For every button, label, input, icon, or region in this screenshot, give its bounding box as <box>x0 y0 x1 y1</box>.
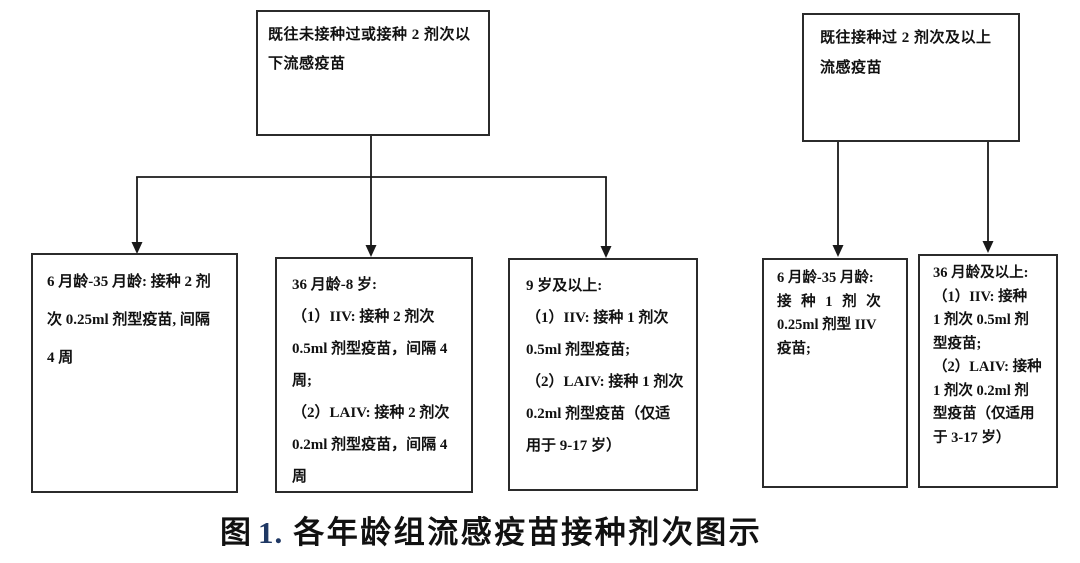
node-history-2-or-more-doses: 既往接种过 2 剂次及以上 流感疫苗 <box>802 13 1020 142</box>
text-line: 0.2ml 剂型疫苗（仅适 <box>526 406 671 422</box>
text-line: 周 <box>292 469 308 485</box>
text-line: 6 月龄-35 月龄: 接种 2 剂 <box>47 274 211 290</box>
text-line: 既往接种过 2 剂次及以上 <box>820 30 992 46</box>
text-line: 次 0.25ml 剂型疫苗, 间隔 <box>47 312 210 328</box>
text-line: 既往未接种过或接种 2 剂次以 <box>268 27 471 43</box>
text-line: （1）IIV: 接种 2 剂次 <box>292 309 435 325</box>
caption-figure-number: 1. <box>258 515 284 550</box>
text-line: 1 剂次 0.5ml 剂 <box>933 312 1029 328</box>
text-line: 流感疫苗 <box>820 60 883 76</box>
text-line: （1）IIV: 接种 <box>933 288 1028 305</box>
text-line: 0.5ml 剂型疫苗; <box>526 342 631 358</box>
node-6-35-months-1-dose: 6 月龄-35 月龄: 接 种 1 剂 次 0.25ml 剂型 IIV 疫苗; <box>762 258 908 488</box>
text-line: 型疫苗（仅适用 <box>933 406 1035 422</box>
text-line: 36 月龄-8 岁: <box>292 277 377 293</box>
text-line: 6 月龄-35 月龄: <box>777 270 874 286</box>
node-6-35-months-2-doses: 6 月龄-35 月龄: 接种 2 剂 次 0.25ml 剂型疫苗, 间隔 4 周 <box>31 253 238 493</box>
arrowhead-icon <box>365 245 377 257</box>
text-line: （2）LAIV: 接种 <box>933 359 1042 375</box>
arrowhead-icon <box>832 245 844 257</box>
text-line: 4 周 <box>47 350 74 366</box>
node-9-years-and-above: 9 岁及以上: （1）IIV: 接种 1 剂次 0.5ml 剂型疫苗; （2）L… <box>508 258 698 491</box>
caption-figure-label: 图 <box>220 515 252 550</box>
text-line: 36 月龄及以上: <box>933 265 1029 281</box>
text-line: 9 岁及以上: <box>526 278 603 294</box>
text-line: 0.25ml 剂型 IIV <box>777 317 877 333</box>
text-line: 0.2ml 剂型疫苗，间隔 4 <box>292 437 448 453</box>
node-36-months-and-above: 36 月龄及以上: （1）IIV: 接种 1 剂次 0.5ml 剂 型疫苗; （… <box>918 254 1058 488</box>
text-line: 接 种 1 剂 次 <box>777 293 881 310</box>
text-line: （2）LAIV: 接种 1 剂次 <box>526 374 684 390</box>
caption-text: 各年龄组流感疫苗接种剂次图示 <box>293 515 763 550</box>
node-36-months-to-8-years: 36 月龄-8 岁: （1）IIV: 接种 2 剂次 0.5ml 剂型疫苗，间隔… <box>275 257 473 493</box>
text-line: 1 剂次 0.2ml 剂 <box>933 382 1029 399</box>
text-line: 型疫苗; <box>933 335 982 352</box>
text-line: （1）IIV: 接种 1 剂次 <box>526 310 669 326</box>
arrowhead-icon <box>600 246 612 258</box>
text-line: 周; <box>292 373 312 389</box>
text-line: 下流感疫苗 <box>268 56 346 72</box>
node-history-under-2-doses: 既往未接种过或接种 2 剂次以 下流感疫苗 <box>256 10 490 136</box>
arrowhead-icon <box>982 241 994 253</box>
text-line: 疫苗; <box>777 340 811 357</box>
text-line: 于 3-17 岁） <box>933 429 1011 446</box>
text-line: 用于 9-17 岁） <box>526 438 621 454</box>
text-line: （2）LAIV: 接种 2 剂次 <box>292 405 450 421</box>
text-line: 0.5ml 剂型疫苗，间隔 4 <box>292 341 448 357</box>
